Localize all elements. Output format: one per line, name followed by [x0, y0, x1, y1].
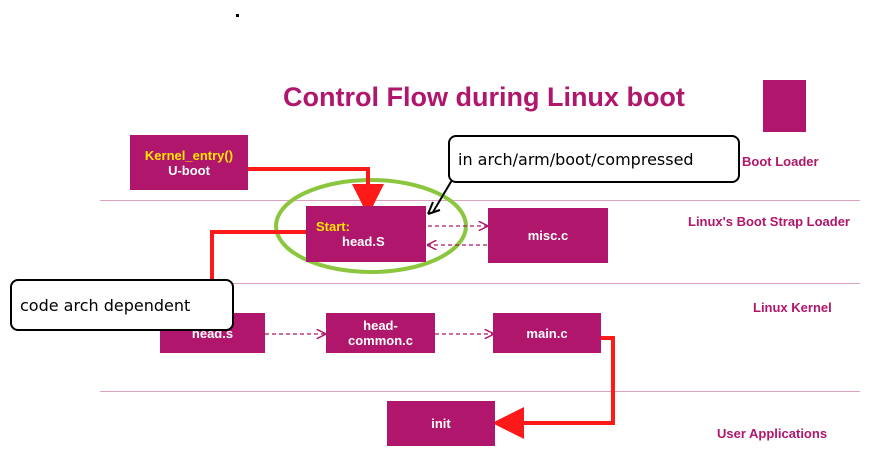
head-s-start-label: head.S [342, 234, 385, 249]
arrow-main-to-init [492, 336, 615, 439]
decorative-square [763, 80, 806, 132]
layer-label-linux-kernel: Linux Kernel [753, 300, 832, 315]
layer-divider-2 [100, 283, 860, 284]
arch-dependent-note: code arch dependent [10, 279, 234, 331]
arrow-uboot-to-head [248, 167, 384, 216]
uboot-box[interactable]: Kernel_entry() U-boot [130, 135, 248, 190]
init-label: init [431, 416, 451, 431]
stray-dot [236, 14, 239, 17]
compressed-note: in arch/arm/boot/compressed [448, 135, 740, 183]
kernel-entry-label: Kernel_entry() [144, 147, 234, 163]
init-box[interactable]: init [387, 401, 495, 446]
layer-label-user-applications: User Applications [717, 426, 828, 441]
layer-divider-3 [100, 391, 860, 392]
page-title: Control Flow during Linux boot [283, 82, 685, 112]
misc-c-box[interactable]: misc.c [488, 208, 608, 263]
layer-label-boot-strap-loader: Linux's Boot Strap Loader [688, 214, 850, 229]
head-common-line1: head- [363, 318, 398, 333]
layer-label-boot-loader: Boot Loader [742, 154, 819, 169]
uboot-label: U-boot [168, 162, 210, 178]
layer-divider-1 [100, 200, 860, 201]
main-c-box[interactable]: main.c [493, 313, 601, 353]
misc-c-label: misc.c [527, 228, 569, 243]
main-c-label: main.c [526, 325, 568, 341]
start-label: Start: [316, 219, 350, 234]
head-common-c-box[interactable]: head- common.c [326, 313, 435, 353]
head-common-line2: common.c [347, 333, 413, 348]
note-pointer-head [427, 201, 441, 215]
arrow-head-to-kernel-head [196, 230, 306, 316]
head-s-start-box[interactable]: Start: head.S [306, 206, 426, 262]
